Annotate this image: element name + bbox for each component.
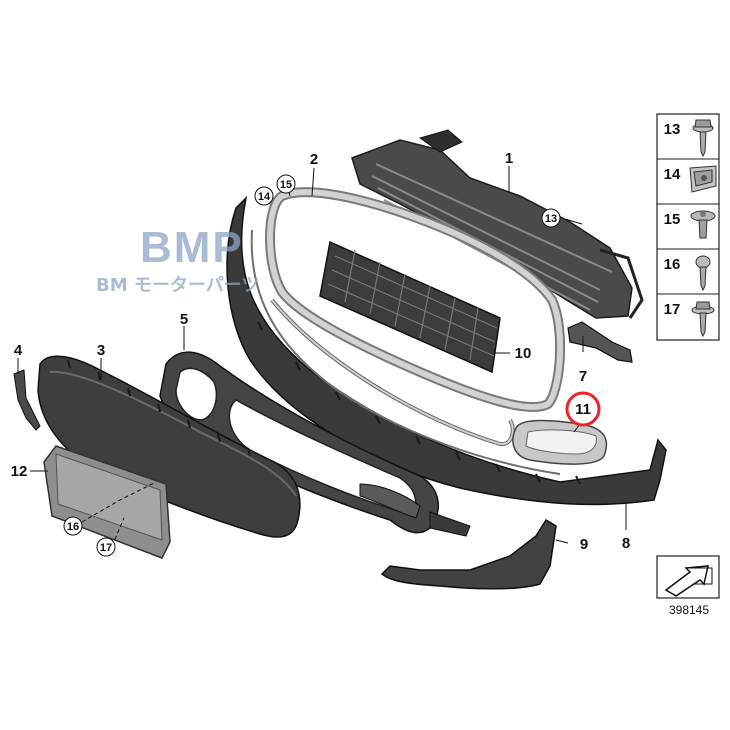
circled-callout-17-ring — [96, 537, 116, 557]
watermark-logo: BMP BM モーターパーツ — [96, 223, 259, 296]
circled-callout-16-ring — [63, 516, 83, 536]
callout-5: 5 — [180, 311, 188, 328]
callout-1: 1 — [505, 150, 513, 167]
flange-screw-icon — [691, 301, 715, 338]
callout-12: 12 — [11, 463, 28, 480]
fastener-16-label: 16 — [664, 256, 681, 273]
circled-callout-13-ring — [541, 208, 561, 228]
licence-plate-bracket-part — [43, 445, 171, 559]
lower-bumper-frame-part — [159, 351, 471, 537]
callout-11: 11 — [575, 401, 591, 418]
circled-callout-16: 16 — [67, 521, 79, 533]
direction-arrow-icon — [664, 565, 709, 597]
fastener-17-label: 17 — [664, 301, 681, 318]
fastener-13-label: 13 — [664, 121, 681, 138]
fastener-15-label: 15 — [664, 211, 681, 228]
callout-3: 3 — [97, 342, 105, 359]
callout-4: 4 — [14, 342, 23, 359]
fastener-14-label: 14 — [664, 166, 681, 183]
callout-labels: 1 2 3 4 5 7 8 9 10 11 12 13 14 15 16 17 — [11, 150, 630, 557]
highlight-ring — [565, 391, 601, 427]
pan-head-screw-icon — [695, 255, 711, 292]
grille-surround-ring-part — [265, 187, 566, 412]
clip-nut-icon — [689, 165, 717, 193]
lower-side-flap-part — [380, 518, 557, 590]
side-trim-part — [13, 369, 41, 431]
callout-9: 9 — [580, 536, 588, 553]
circled-callout-15-ring — [276, 174, 296, 194]
circled-callout-14-ring — [254, 186, 274, 206]
watermark-title: BMP — [140, 223, 244, 272]
bumper-panel-part — [226, 195, 667, 506]
diagram-reference-number: 398145 — [669, 603, 709, 617]
callout-8: 8 — [622, 535, 630, 552]
orientation-arrow-box — [656, 555, 720, 599]
callout-2: 2 — [310, 151, 318, 168]
circled-callout-15: 15 — [280, 179, 292, 191]
watermark-subtitle: BM モーターパーツ — [96, 275, 259, 296]
circled-callout-17: 17 — [100, 542, 112, 554]
fog-lamp-ring-part — [512, 419, 608, 465]
side-bracket-part — [567, 321, 633, 363]
expanding-rivet-icon — [690, 210, 716, 239]
fastener-panel: 13 14 15 16 17 — [656, 113, 720, 341]
lower-trim-strip-part — [270, 298, 515, 447]
hex-flange-screw-icon — [692, 119, 714, 158]
center-mesh-grille-part — [319, 240, 501, 374]
callout-10: 10 — [515, 345, 532, 362]
circled-callout-13: 13 — [545, 213, 557, 225]
circled-callout-14: 14 — [258, 191, 271, 203]
callout-7: 7 — [579, 368, 587, 385]
